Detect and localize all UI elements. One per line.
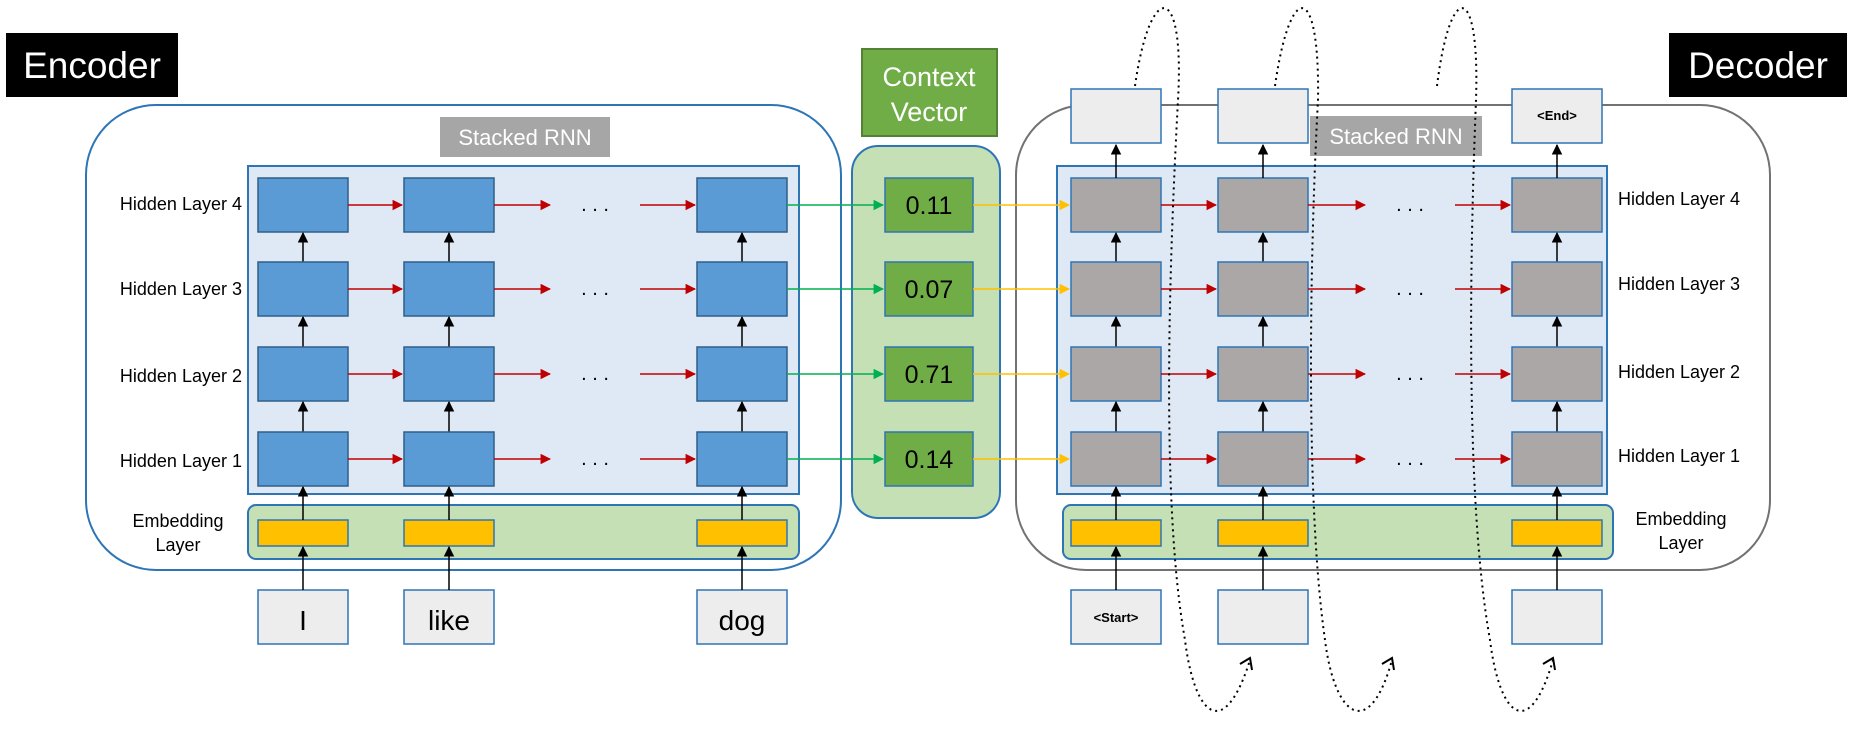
decoder-layer-label: Hidden Layer 1 [1618, 446, 1740, 466]
decoder-cell [1070, 177, 1162, 233]
encoder-embedding-line2: Layer [155, 535, 200, 555]
decoder-embedding-cell [1511, 519, 1603, 547]
decoder-embedding-label: Embedding Layer [1635, 509, 1726, 553]
context-value-cell [884, 431, 974, 487]
encoder-cell [257, 177, 349, 233]
decoder-layer-label: Hidden Layer 2 [1618, 362, 1740, 382]
encoder-cell [403, 261, 495, 317]
encoder-container [85, 104, 842, 571]
decoder-container [1015, 104, 1771, 571]
encoder-title: Encoder [6, 33, 178, 97]
decoder-layer-label: Hidden Layer 3 [1618, 274, 1740, 294]
decoder-cell [1217, 346, 1309, 402]
encoder-embedding-area [247, 504, 800, 560]
decoder-cell [1070, 261, 1162, 317]
feedback-arrowhead [1239, 656, 1253, 671]
encoder-cell [403, 346, 495, 402]
decoder-input-box [1070, 589, 1162, 645]
decoder-embedding-cell [1217, 519, 1309, 547]
decoder-cell [1511, 177, 1603, 233]
encoder-embedding-label: Embedding Layer [132, 511, 223, 555]
feedback-loops [1134, 7, 1554, 712]
decoder-ellipsis: . . . [1396, 278, 1424, 300]
decoder-title-text: Decoder [1688, 45, 1828, 86]
encoder-cell [403, 177, 495, 233]
encoder-title-text: Encoder [23, 45, 161, 86]
encoder-input-word: like [428, 605, 470, 636]
encoder-cell [696, 177, 788, 233]
encoder-ellipsis: . . . [581, 363, 609, 385]
decoder-embedding-cell [1070, 519, 1162, 547]
decoder-ellipsis: . . . [1396, 363, 1424, 385]
decoder-input-box [1217, 589, 1309, 645]
decoder-stacked-rnn-text: Stacked RNN [1329, 124, 1462, 149]
context-value-text: 0.11 [906, 192, 953, 220]
encoder-input-box [257, 589, 349, 645]
decoder-title: Decoder [1669, 33, 1847, 97]
encoder-cell [696, 431, 788, 487]
decoder-cell [1070, 346, 1162, 402]
decoder-layer-labels: Hidden Layer 4 Hidden Layer 3 Hidden Lay… [1618, 189, 1740, 466]
encoder-ellipsis: . . . [581, 194, 609, 216]
encoder-cell [403, 431, 495, 487]
decoder-cell [1511, 346, 1603, 402]
encoder-input-word: I [299, 605, 307, 636]
encoder-cell [257, 346, 349, 402]
context-title-line2: Vector [891, 97, 968, 127]
encoder-embedding-cell [403, 519, 495, 547]
context-vector-area [851, 145, 1001, 519]
decoder-stacked-rnn-label: Stacked RNN [1310, 116, 1482, 156]
decoder-input-box [1511, 589, 1603, 645]
encoder-layer-label: Hidden Layer 3 [120, 279, 242, 299]
decoder-cell [1217, 261, 1309, 317]
decoder-cell [1070, 431, 1162, 487]
encoder-layer-label: Hidden Layer 1 [120, 451, 242, 471]
decoder-cell [1511, 431, 1603, 487]
decoder-embedding-area [1062, 504, 1614, 560]
decoder-cell [1217, 177, 1309, 233]
encoder-stacked-rnn-label: Stacked RNN [440, 117, 610, 157]
decoder-cell [1217, 431, 1309, 487]
encoder-cell [257, 261, 349, 317]
feedback-loop-3 [1436, 7, 1554, 712]
decoder-output-box [1511, 88, 1603, 144]
feedback-arrowhead [1542, 656, 1556, 671]
decoder-layer-label: Hidden Layer 4 [1618, 189, 1740, 209]
encoder-input-box [696, 589, 788, 645]
encoder-layer-label: Hidden Layer 2 [120, 366, 242, 386]
encoder-input-word: dog [719, 605, 766, 636]
feedback-arrowheads [1239, 656, 1556, 671]
encoder-cell [696, 261, 788, 317]
encoder-embedding-cell [696, 519, 788, 547]
context-vector-title: Context Vector [861, 48, 998, 137]
decoder-end-token: <End> [1537, 108, 1577, 123]
context-value-cell [884, 261, 974, 317]
encoder-layer-label: Hidden Layer 4 [120, 194, 242, 214]
context-value-text: 0.07 [905, 276, 954, 304]
decoder-embedding-line1: Embedding [1635, 509, 1726, 529]
encoder-embedding-line1: Embedding [132, 511, 223, 531]
decoder-output-box [1070, 88, 1162, 144]
encoder-ellipsis: . . . [581, 278, 609, 300]
feedback-arrowhead [1381, 656, 1395, 671]
encoder-layer-labels: Hidden Layer 4 Hidden Layer 3 Hidden Lay… [120, 194, 242, 471]
context-value-text: 0.71 [905, 361, 954, 389]
decoder-cell [1511, 261, 1603, 317]
decoder-embedding-line2: Layer [1658, 533, 1703, 553]
context-title-line1: Context [882, 62, 976, 92]
decoder-output-box [1217, 88, 1309, 144]
encoder-ellipsis: . . . [581, 448, 609, 470]
context-value-text: 0.14 [905, 446, 954, 474]
decoder-ellipsis: . . . [1396, 448, 1424, 470]
encoder-cell [257, 431, 349, 487]
encoder-embedding-cell [257, 519, 349, 547]
decoder-start-token: <Start> [1094, 610, 1139, 625]
encoder-input-box [403, 589, 495, 645]
encoder-cell [696, 346, 788, 402]
encoder-stacked-rnn-text: Stacked RNN [458, 125, 591, 150]
decoder-ellipsis: . . . [1396, 194, 1424, 216]
